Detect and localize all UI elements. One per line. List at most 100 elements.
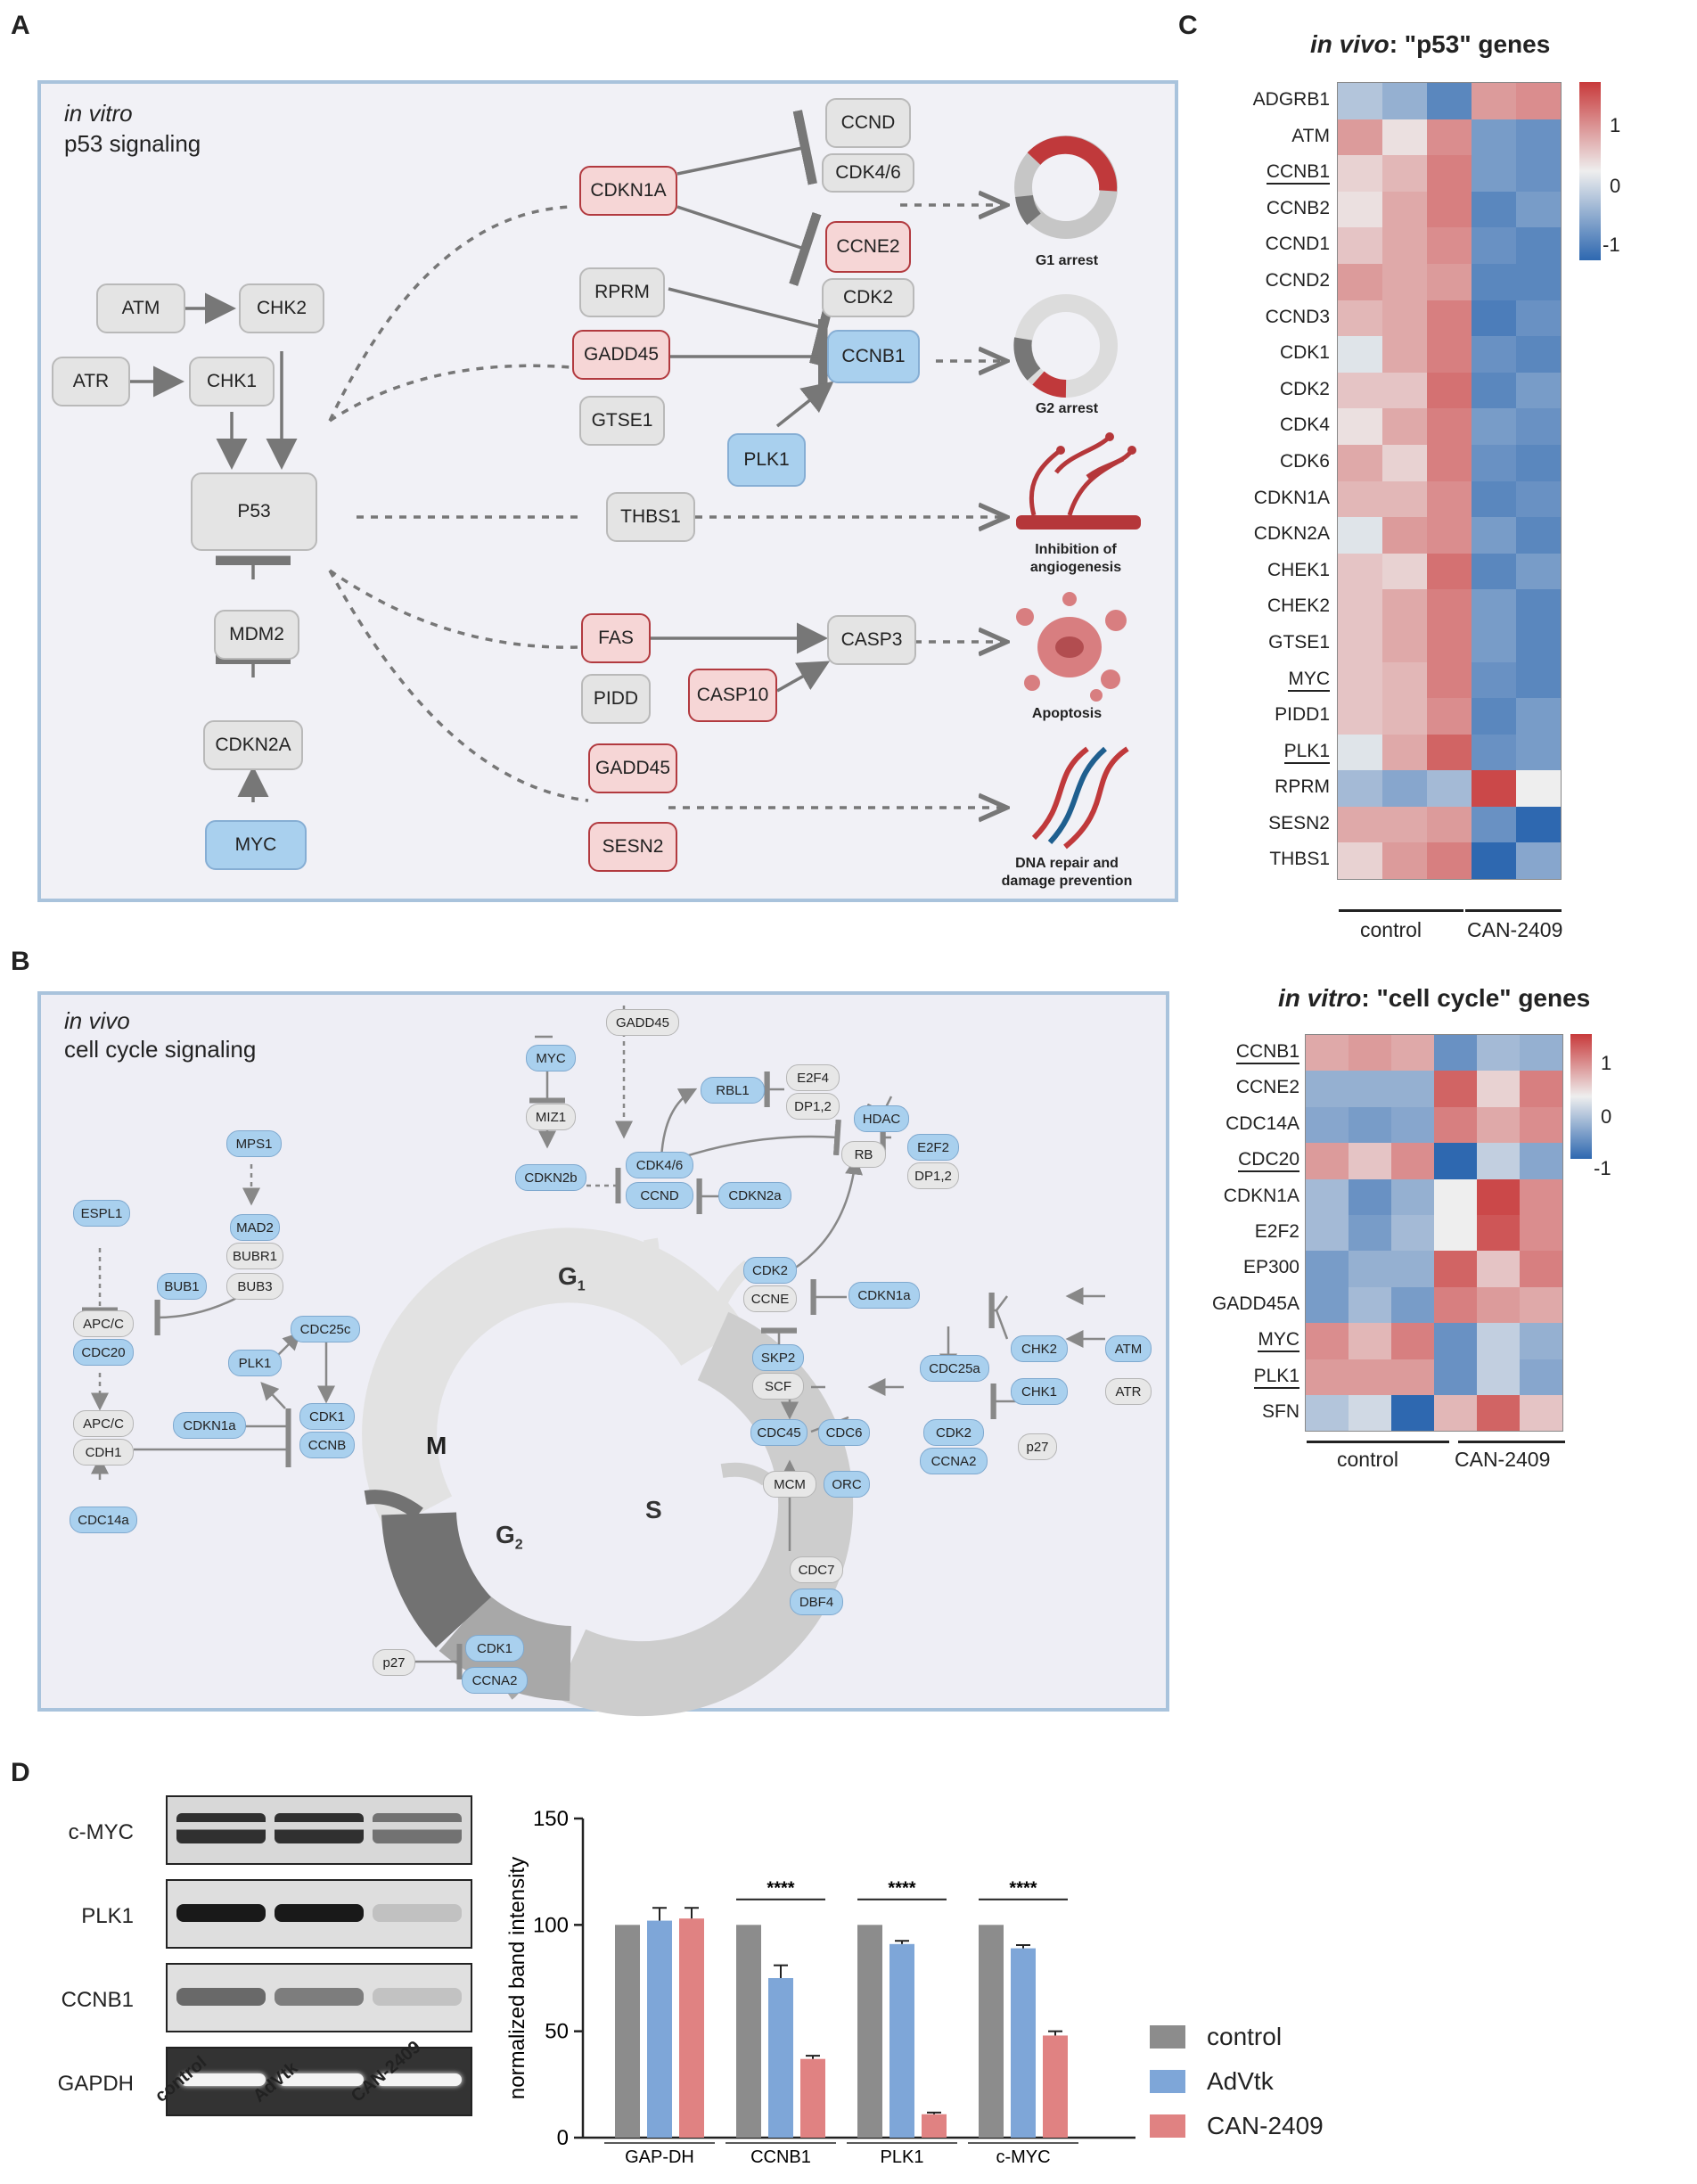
heatmap1-cell (1516, 698, 1561, 735)
heatmap1-gene-label: CCND2 (1265, 269, 1330, 291)
heatmap1-cell (1338, 263, 1382, 300)
heatmap1-cell (1427, 517, 1472, 554)
heatmap1-gene-label: CHEK1 (1267, 559, 1330, 580)
heatmap1-cell (1338, 119, 1382, 156)
heatmap2-cell (1306, 1286, 1349, 1324)
legend-swatch (1150, 2114, 1185, 2138)
heatmap2-cell (1477, 1323, 1520, 1359)
heatmap1-gene-label: ATM (1291, 125, 1330, 146)
node-sesn2: SESN2 (588, 822, 677, 872)
bar-control (736, 1925, 761, 2138)
heatmap2-cell (1391, 1106, 1434, 1144)
heatmap1-cell (1382, 336, 1427, 373)
heatmap1-row (1338, 119, 1561, 156)
panel-b-title: cell cycle signaling (64, 1036, 257, 1063)
b-cdkn2a: CDKN2a (718, 1182, 791, 1209)
heatmap1-cell (1382, 625, 1427, 662)
heatmap1-cell (1382, 589, 1427, 626)
heatmap2-cell (1391, 1214, 1434, 1252)
heatmap2-cell (1391, 1178, 1434, 1215)
heatmap2-gene-label: PLK1 (1194, 1359, 1299, 1394)
b-e2f4: E2F4 (786, 1064, 840, 1091)
x-tick-label: c-MYC (996, 2147, 1050, 2167)
heatmap2-cell (1349, 1178, 1391, 1215)
heatmap1-cell (1472, 734, 1516, 771)
heatmap1-cell (1516, 625, 1561, 662)
x-tick-label: CCNB1 (750, 2147, 811, 2167)
node-gtse1: GTSE1 (579, 396, 665, 446)
heatmap1-row (1338, 155, 1561, 192)
heatmap1-cell (1427, 698, 1472, 735)
heatmap1-cell (1472, 83, 1516, 119)
heatmap1-row (1338, 372, 1561, 409)
heatmap2-cell (1306, 1394, 1349, 1432)
heatmap2-cell (1434, 1214, 1477, 1252)
node-myc: MYC (205, 820, 307, 870)
heatmap1-gene-label: SESN2 (1268, 812, 1330, 833)
phase-g1: G1 (558, 1262, 586, 1294)
node-pidd: PIDD (581, 674, 651, 724)
heatmap2-cell (1520, 1323, 1562, 1359)
blot-band (373, 1813, 462, 1843)
b-cdc7: CDC7 (790, 1556, 843, 1583)
blot-band (373, 1988, 462, 2006)
heatmap1-cell (1338, 408, 1382, 445)
b-cdc20: CDC20 (73, 1339, 134, 1366)
heatmap2-cell (1349, 1035, 1391, 1071)
heatmap2-cell (1477, 1359, 1520, 1395)
heatmap1-title: in vivo: "p53" genes (1310, 30, 1551, 58)
heatmap1-cell (1338, 191, 1382, 228)
heatmap1-cell (1472, 119, 1516, 156)
heatmap1-cell (1516, 300, 1561, 337)
heatmap1-cell (1427, 155, 1472, 192)
heatmap1-cell (1472, 842, 1516, 880)
heatmap1-row (1338, 408, 1561, 445)
heatmap1-row (1338, 770, 1561, 807)
heatmap1-cell (1427, 263, 1472, 300)
heatmap1-cell (1427, 806, 1472, 843)
b-rb: RB (841, 1141, 886, 1168)
heatmap1-cell (1338, 155, 1382, 192)
heatmap1-cell (1472, 336, 1516, 373)
heatmap1-cell (1427, 770, 1472, 807)
b-ccnb: CCNB (299, 1432, 355, 1458)
node-atm: ATM (96, 283, 185, 333)
node-ccnb1: CCNB1 (827, 330, 920, 383)
heatmap2-cell (1349, 1143, 1391, 1179)
heatmap1-cell (1472, 227, 1516, 264)
heatmap2-cell (1434, 1394, 1477, 1432)
blot-band (278, 2073, 364, 2086)
b-plk1: PLK1 (228, 1350, 282, 1376)
heatmap1-gene-label: PLK1 (1212, 734, 1330, 770)
b-miz1: MIZ1 (526, 1104, 576, 1130)
heatmap1-cell (1516, 83, 1561, 119)
heatmap1-cell (1382, 191, 1427, 228)
heatmap2-cell (1349, 1359, 1391, 1395)
b-cdc45: CDC45 (750, 1419, 808, 1446)
heatmap1-gene-label: THBS1 (1269, 849, 1330, 870)
blot-strip (166, 2047, 472, 2116)
heatmap2-row (1306, 1143, 1562, 1179)
b-mcm: MCM (763, 1471, 816, 1498)
blot-label: c-MYC (68, 1820, 134, 1844)
bar-control (857, 1925, 882, 2138)
heatmap1-cell (1427, 300, 1472, 337)
heatmap1-cell (1338, 553, 1382, 590)
heatmap1-cell (1338, 625, 1382, 662)
heatmap2-cell (1477, 1251, 1520, 1287)
heatmap1-scale-max: 1 (1610, 114, 1621, 136)
heatmap1-cell (1472, 770, 1516, 807)
significance-label: **** (888, 1879, 915, 1899)
legend-swatch (1150, 2025, 1185, 2049)
heatmap1-cell (1338, 842, 1382, 880)
heatmap1-cell (1382, 770, 1427, 807)
heatmap2-cell (1520, 1214, 1562, 1252)
heatmap2-cell (1477, 1214, 1520, 1252)
heatmap1-row (1338, 842, 1561, 880)
y-tick-label: 150 (533, 1807, 569, 1831)
angiogenesis-icon (1016, 432, 1141, 530)
heatmap1-cell (1338, 770, 1382, 807)
b-cdk2-a: CDK2 (743, 1257, 797, 1284)
g2-arrest-icon (1013, 294, 1118, 398)
